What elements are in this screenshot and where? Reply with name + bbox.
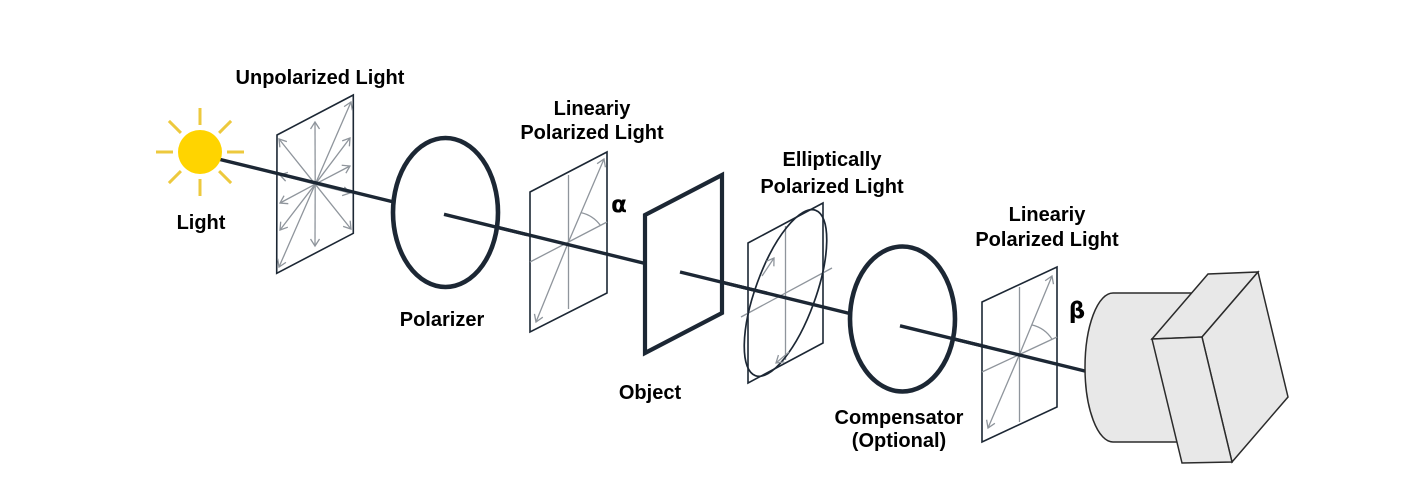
panel-outline (981, 265, 1058, 444)
light-beam-segment (443, 212, 528, 237)
detector (1084, 270, 1289, 464)
label-light: Light (177, 212, 226, 234)
label-compensator-line2: (Optional) (852, 430, 946, 452)
sun-icon (178, 130, 222, 174)
label-unpolarized-light: Unpolarized Light (236, 67, 405, 89)
compensator-lens (847, 244, 958, 394)
elliptical-polarized-panel (740, 201, 833, 385)
unpolarized-light-panel (275, 93, 355, 275)
label-beta: β (1069, 298, 1085, 324)
polarization-direction-arrow (985, 354, 1021, 430)
label-linearly-polarized-2-line1: Lineariy (1009, 204, 1087, 226)
rotation-arrow (775, 351, 790, 364)
light-beam-segment (899, 324, 988, 349)
rotation-arrow (761, 256, 775, 277)
panel-outline (529, 150, 608, 334)
sun-rays-icon (156, 108, 244, 196)
label-elliptically-polarized-line1: Elliptically (783, 149, 883, 171)
object-plate (642, 171, 725, 357)
polarization-direction-arrow (533, 241, 570, 324)
label-compensator-line1: Compensator (835, 407, 964, 429)
label-elliptically-polarized-line2: Polarized Light (760, 176, 904, 198)
light-beam-segment (679, 270, 768, 295)
polarization-direction-arrow (567, 157, 607, 243)
panel-horizontal-axis (740, 267, 833, 318)
label-object: Object (619, 382, 682, 404)
detector-prism-front-face (1151, 336, 1233, 464)
panel-outline (275, 93, 355, 275)
label-alpha: α (611, 192, 627, 218)
label-linearly-polarized-2-line2: Polarized Light (975, 229, 1119, 251)
label-linearly-polarized-1-line1: Lineariy (554, 98, 632, 120)
unpolarized-arrows (277, 100, 353, 269)
label-linearly-polarized-1-line2: Polarized Light (520, 122, 664, 144)
linear-polarized-panel-alpha (529, 150, 608, 334)
polarization-direction-arrow (1018, 274, 1055, 355)
angle-arc-alpha (580, 211, 601, 226)
polarizer-lens (390, 135, 501, 290)
label-polarizer: Polarizer (400, 309, 485, 331)
angle-arc-beta (1031, 324, 1053, 340)
